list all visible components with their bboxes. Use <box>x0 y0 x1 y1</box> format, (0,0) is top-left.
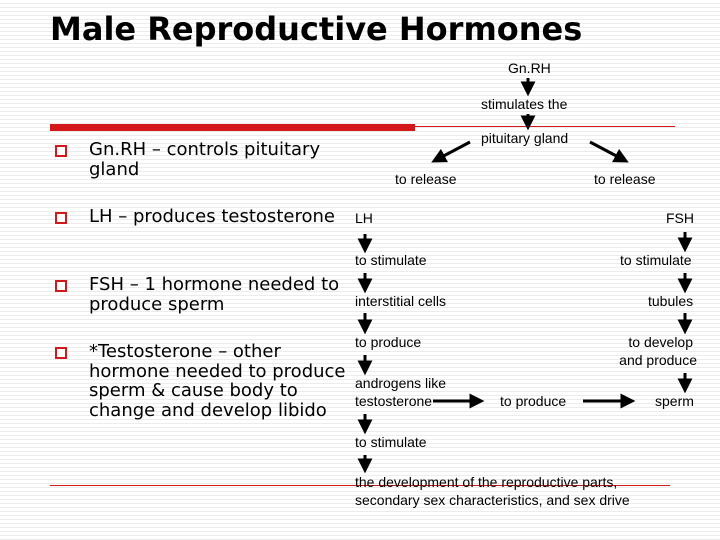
sperm-label: sperm <box>655 393 694 409</box>
bullet-text: *Testosterone – other hormone needed to … <box>89 341 346 421</box>
title-underline <box>50 124 415 131</box>
release-right-label: to release <box>594 171 656 187</box>
result-label-1: the development of the reproductive part… <box>355 474 618 490</box>
bullet-text: Gn.RH – controls pituitary gland <box>89 139 321 180</box>
arrow-pituitary-right <box>589 140 629 163</box>
stimulate-right-label: to stimulate <box>620 252 692 268</box>
stimulate-left-label: to stimulate <box>355 252 427 268</box>
gnrh-label: Gn.RH <box>508 60 551 76</box>
tubules-label: tubules <box>648 293 694 309</box>
release-left-label: to release <box>395 171 457 187</box>
bullet-text: FSH – 1 hormone needed to produce sperm <box>89 274 340 315</box>
footer-divider <box>50 485 670 486</box>
bullet-marker <box>55 280 67 292</box>
produce-mid-label: to produce <box>500 393 567 409</box>
lh-label: LH <box>355 210 373 226</box>
bullet-marker <box>55 145 67 157</box>
develop-label-1: to develop <box>628 334 693 350</box>
interstitial-label: interstitial cells <box>355 293 447 309</box>
title-underline-thin <box>415 126 675 127</box>
stimulate-bottom-label: to stimulate <box>355 434 427 450</box>
bullet-marker <box>55 212 67 224</box>
bullet-marker <box>55 347 67 359</box>
fsh-label: FSH <box>666 210 694 226</box>
bullet-text: LH – produces testosterone <box>89 206 335 227</box>
androgens-label-2: testosterone <box>355 393 433 409</box>
arrow-pituitary-left <box>431 140 471 163</box>
pituitary-label: pituitary gland <box>481 130 569 146</box>
develop-label-2: and produce <box>619 352 697 368</box>
produce-left-label: to produce <box>355 334 422 350</box>
androgens-label-1: androgens like <box>355 375 447 391</box>
page-title: Male Reproductive Hormones <box>50 10 583 48</box>
stimulates-label: stimulates the <box>481 96 568 112</box>
result-label-2: secondary sex characteristics, and sex d… <box>355 492 630 508</box>
